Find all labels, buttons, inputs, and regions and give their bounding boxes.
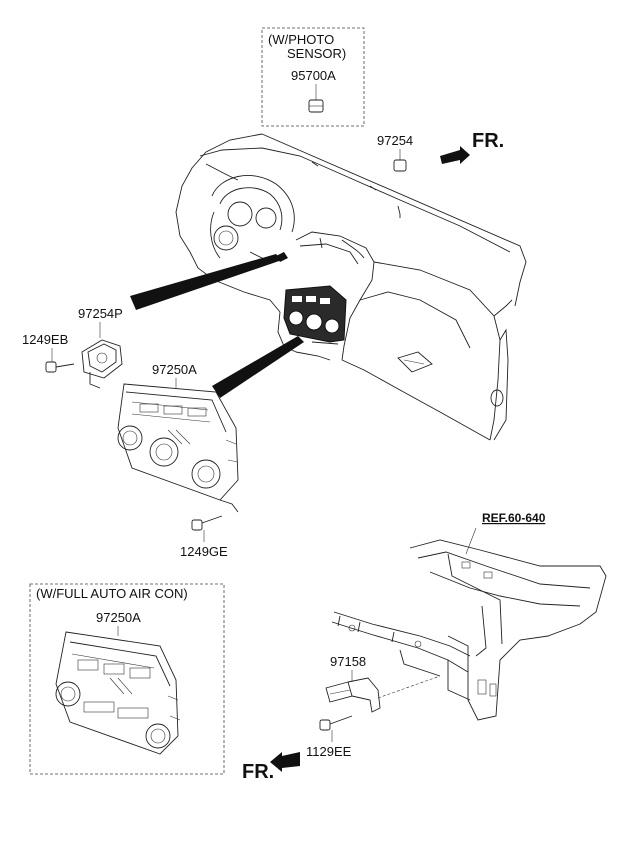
part-label-97254: 97254 [377, 133, 413, 148]
pointer-to-97250A [212, 336, 304, 398]
screw-1129EE [319, 715, 353, 731]
ref-label: REF.60-640 [482, 511, 546, 525]
part-label-1129EE: 1129EE [306, 744, 352, 759]
photo-sensor-box: (W/PHOTO SENSOR) 95700A [261, 27, 365, 127]
climate-control-unit-manual [117, 383, 239, 513]
sensor-97254P-part [81, 339, 123, 389]
dashboard-outline [175, 133, 527, 441]
part-label-1249EB: 1249EB [22, 332, 68, 347]
pointer-to-97254P [130, 254, 282, 310]
part-label-1249GE: 1249GE [180, 544, 228, 559]
front-direction-arrow-top: FR. [440, 130, 504, 164]
screw-1249GE [191, 515, 223, 531]
climate-control-unit-auto [55, 631, 181, 755]
sensor-97254-part [393, 159, 407, 172]
part-label-97250A: 97250A [152, 362, 197, 377]
dash-climate-panel [283, 285, 347, 343]
part-label-95700A: 95700A [291, 68, 336, 83]
screw-1249EB [45, 361, 75, 373]
photo-sensor-title-line1: (W/PHOTO [268, 32, 334, 47]
part-label-97158: 97158 [330, 654, 366, 669]
fr-label-top: FR. [472, 130, 504, 152]
full-auto-box: (W/FULL AUTO AIR CON) 97250A [29, 583, 225, 775]
photo-sensor-title-line2: SENSOR) [287, 46, 346, 61]
photo-sensor-part [308, 99, 324, 113]
crossmember-bracket [331, 539, 607, 721]
full-auto-title: (W/FULL AUTO AIR CON) [36, 586, 188, 601]
part-label-97250A-auto: 97250A [96, 610, 141, 625]
front-direction-arrow-bottom: FR. [242, 752, 300, 783]
sensor-97158-part [325, 677, 381, 713]
fr-label-bottom: FR. [242, 761, 274, 783]
part-label-97254P: 97254P [78, 306, 123, 321]
